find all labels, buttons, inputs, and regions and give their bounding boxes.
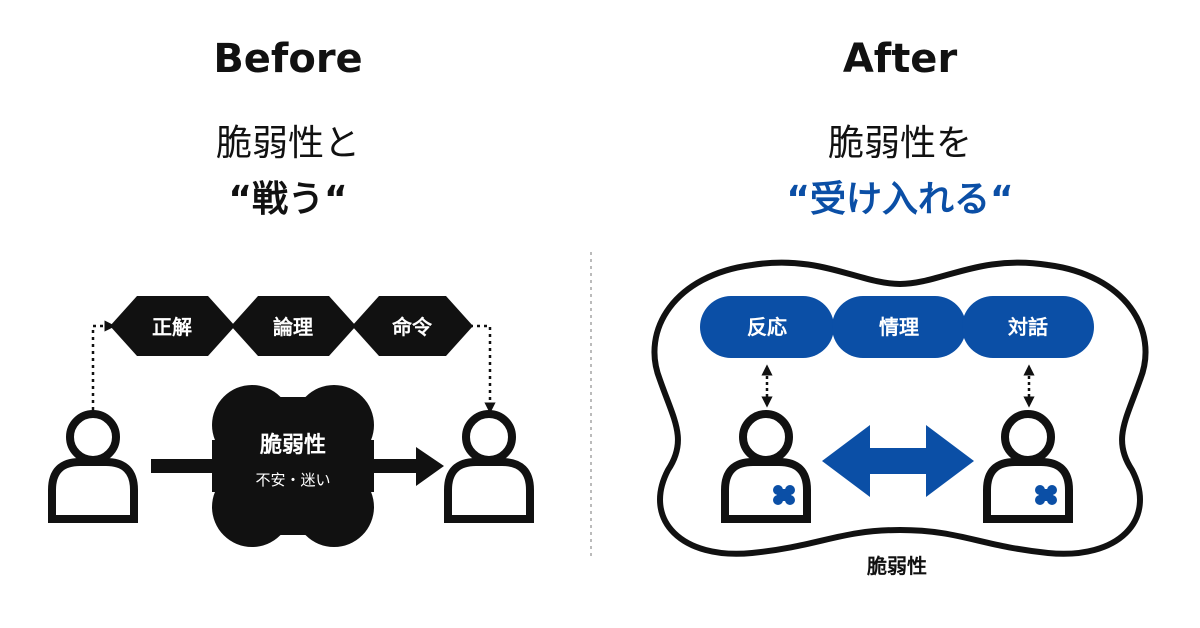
double-arrow-icon bbox=[822, 425, 974, 497]
hexagon-meirei: 命令 bbox=[352, 296, 473, 356]
vulnerability-cloud bbox=[212, 385, 374, 547]
pill-label: 反応 bbox=[747, 315, 787, 339]
before-heading: Before bbox=[213, 36, 363, 82]
after-heading: After bbox=[842, 36, 958, 82]
vulnerability-blob bbox=[651, 259, 1149, 557]
blob-label: 脆弱性 bbox=[867, 554, 927, 578]
pill-label: 情理 bbox=[879, 315, 919, 339]
hexagon-label: 命令 bbox=[392, 315, 433, 339]
person-icon bbox=[444, 410, 534, 523]
before-subtitle-line2: “戦う“ bbox=[228, 179, 348, 220]
person-icon bbox=[48, 410, 138, 523]
before-left-connector bbox=[91, 320, 116, 410]
before-right-connector bbox=[470, 324, 496, 414]
person-icon bbox=[721, 410, 811, 523]
cloud-title: 脆弱性 bbox=[260, 432, 326, 458]
right-arrow-head bbox=[416, 447, 444, 486]
hexagon-seikai: 正解 bbox=[110, 296, 235, 356]
after-subtitle-line2: “受け入れる“ bbox=[786, 179, 1014, 220]
pill-label: 対話 bbox=[1007, 315, 1048, 339]
after-subtitle-line1: 脆弱性を bbox=[827, 123, 972, 164]
cloud-subtitle: 不安・迷い bbox=[255, 471, 330, 489]
puzzle-icon bbox=[773, 485, 795, 505]
pill-taiwa: 対話 bbox=[962, 296, 1094, 358]
person-icon bbox=[983, 410, 1073, 523]
puzzle-icon bbox=[1035, 485, 1057, 505]
hexagon-label: 論理 bbox=[273, 315, 313, 339]
hexagon-label: 正解 bbox=[152, 315, 192, 339]
blob-label-bg bbox=[850, 548, 950, 578]
before-subtitle-line1: 脆弱性と bbox=[215, 123, 360, 164]
pill-hannou: 反応 bbox=[700, 296, 834, 358]
hexagon-ronri: 論理 bbox=[231, 296, 356, 356]
pill-jouri: 情理 bbox=[832, 296, 966, 358]
